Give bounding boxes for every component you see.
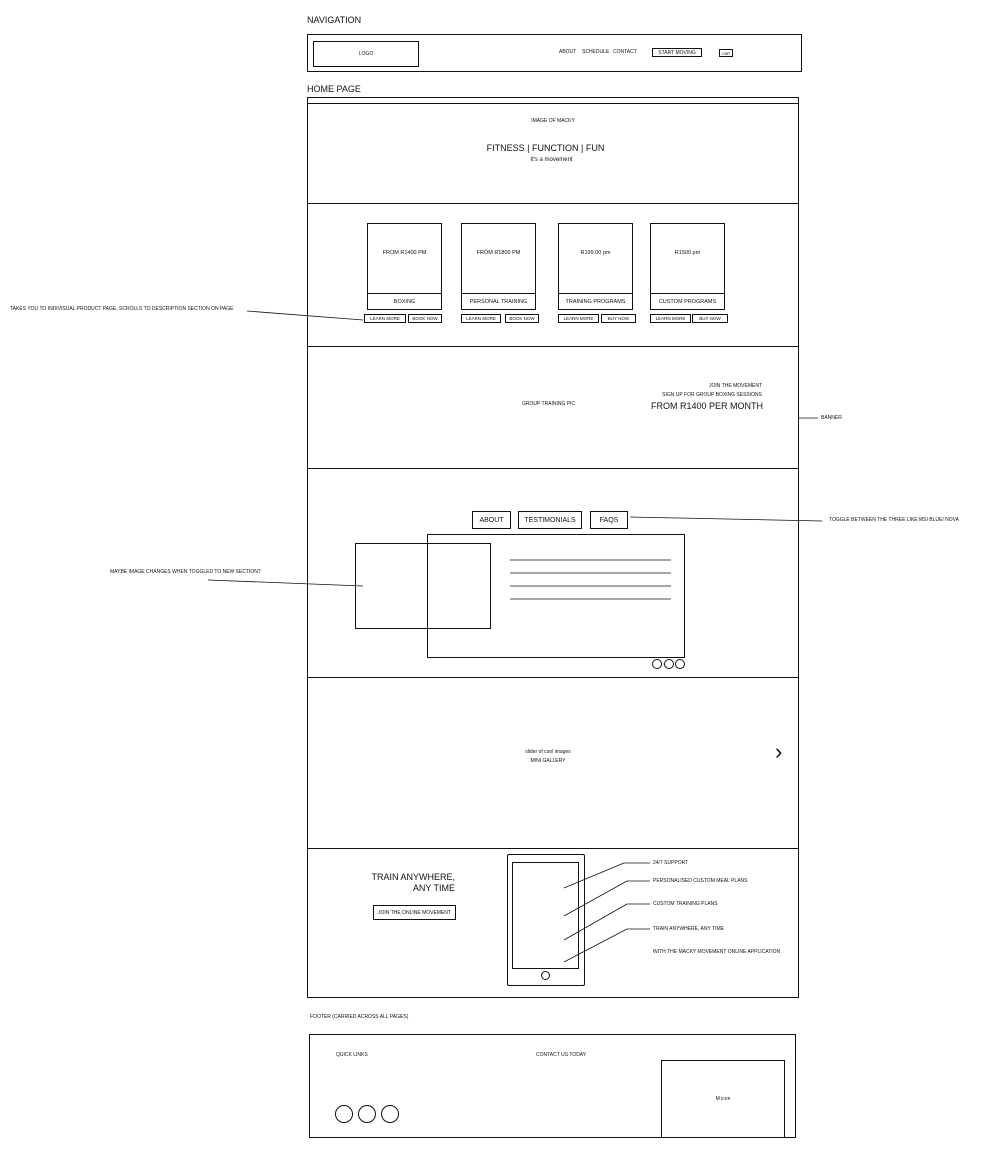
product-price: R1500 pm — [674, 250, 701, 256]
cart-button[interactable]: cart — [719, 49, 733, 57]
book-now-button[interactable]: BOOK NOW — [408, 314, 442, 323]
nav-bar — [307, 34, 802, 72]
banner-line-3: FROM R1400 PER MONTH — [650, 401, 763, 411]
social-icon[interactable] — [358, 1105, 376, 1123]
learn-more-button[interactable]: LEARN MORE — [558, 314, 599, 323]
nav-link-about[interactable]: ABOUT — [559, 49, 577, 55]
app-feature: TRAIN ANYWHERE, ANY TIME — [653, 926, 724, 932]
hero-image-label: IMAGE OF MACKY — [531, 118, 575, 124]
navigation-label: NAVIGATION — [307, 15, 362, 25]
tab-testimonials[interactable]: TESTIMONIALS — [518, 511, 582, 529]
carousel-dot[interactable] — [675, 659, 685, 669]
hero-subline: It's a movement — [530, 157, 573, 163]
carousel-dot[interactable] — [652, 659, 662, 669]
social-icon[interactable] — [381, 1105, 399, 1123]
home-page-label: HOME PAGE — [307, 84, 361, 94]
tab-about[interactable]: ABOUT — [472, 511, 511, 529]
product-price: FROM R1800 PM — [476, 250, 521, 256]
section-divider — [307, 203, 799, 204]
footer-label: FOOTER (CARRIED ACROSS ALL PAGES) — [310, 1014, 409, 1020]
phone-home-button-icon — [541, 971, 550, 980]
gallery-line-1: slider of cool images — [525, 749, 571, 755]
product-note-pointer — [246, 310, 364, 321]
tab-content-panel — [427, 534, 685, 658]
product-price: R199.00 pm — [580, 250, 611, 256]
phone-screen — [512, 862, 579, 969]
m-icon-label: M icon — [715, 1096, 731, 1102]
feature-leader — [563, 862, 625, 889]
section-divider — [307, 468, 799, 469]
gallery-next-arrow-icon[interactable]: › — [775, 739, 783, 764]
join-online-button[interactable]: JOIN THE ONLINE MOVEMENT — [373, 905, 456, 920]
m-icon-box: M icon — [661, 1060, 785, 1138]
feature-leader — [563, 880, 628, 917]
footer-contact[interactable]: CONTACT US TODAY — [536, 1052, 587, 1058]
section-divider — [307, 103, 799, 104]
feature-leader — [563, 928, 628, 963]
buy-now-button[interactable]: BUY NOW — [601, 314, 636, 323]
product-name: CUSTOM PROGRAMS — [651, 293, 724, 309]
tab-image-placeholder — [355, 543, 491, 629]
app-feature: CUSTOM TRAINING PLANS — [653, 901, 718, 907]
buy-now-button[interactable]: BUY NOW — [692, 314, 728, 323]
logo[interactable]: LOGO — [313, 41, 419, 67]
product-price: FROM R1400 PM — [382, 250, 427, 256]
app-feature: 24/7 SUPPORT — [653, 860, 689, 866]
feature-leader — [563, 903, 628, 941]
footer-quick-links[interactable]: QUICK LINKS — [336, 1052, 368, 1058]
banner-note: BANNER — [821, 415, 842, 421]
app-tagline: WITH THE MACKY MOVEMENT ONLINE APPLICATI… — [653, 949, 781, 955]
product-card-boxing[interactable]: FROM R1400 PM BOXING — [367, 223, 442, 310]
banner-image-label: GROUP TRAINING PIC — [522, 401, 576, 407]
learn-more-button[interactable]: LEARN MORE — [461, 314, 501, 323]
toggle-note: TOGGLE BETWEEN THE THREE LIKE MSI BLUE/ … — [829, 517, 959, 523]
gallery-line-2: MINI GALLERY — [530, 758, 566, 764]
footer-frame — [309, 1034, 796, 1138]
toggle-note-pointer — [629, 516, 823, 522]
carousel-dot[interactable] — [664, 659, 674, 669]
app-title-line-2: ANY TIME — [412, 883, 455, 893]
nav-link-schedule[interactable]: SCHEDULE — [582, 49, 610, 55]
phone-frame — [507, 854, 585, 986]
tab-faqs[interactable]: FAQS — [590, 511, 628, 529]
banner-line-1: JOIN THE MOVEMENT — [709, 383, 762, 389]
learn-more-button[interactable]: LEARN MORE — [650, 314, 691, 323]
learn-more-button[interactable]: LEARN MORE — [364, 314, 406, 323]
hero-headline: FITNESS | FUNCTION | FUN — [486, 143, 605, 153]
book-now-button[interactable]: BOOK NOW — [505, 314, 539, 323]
product-note: TAKES YOU TO INDIVISUAL PRODUCT PAGE, SC… — [10, 306, 234, 312]
logo-text: LOGO — [358, 51, 374, 57]
app-feature: PERSONALISED CUSTOM MEAL PLANS — [653, 878, 748, 884]
section-divider — [307, 346, 799, 347]
product-name: BOXING — [368, 293, 441, 309]
start-moving-button[interactable]: START MOVING — [652, 48, 702, 57]
product-name: PERSONAL TRAINING — [462, 293, 535, 309]
product-card-personal-training[interactable]: FROM R1800 PM PERSONAL TRAINING — [461, 223, 536, 310]
home-page-frame — [307, 97, 799, 998]
product-name: TRAINING PROGRAMS — [559, 293, 632, 309]
section-divider — [307, 848, 799, 849]
section-divider — [307, 677, 799, 678]
product-card-training-programs[interactable]: R199.00 pm TRAINING PROGRAMS — [558, 223, 633, 310]
app-title-line-1: TRAIN ANYWHERE, — [371, 872, 455, 882]
nav-link-contact[interactable]: CONTACT — [613, 49, 637, 55]
social-icon[interactable] — [335, 1105, 353, 1123]
image-note-pointer — [207, 579, 364, 587]
product-card-custom-programs[interactable]: R1500 pm CUSTOM PROGRAMS — [650, 223, 725, 310]
image-note: MAYBE IMAGE CHANGES WHEN TOGGLED TO NEW … — [110, 569, 261, 575]
banner-line-2: SIGN UP FOR GROUP BOXING SESSIONS — [662, 392, 762, 398]
